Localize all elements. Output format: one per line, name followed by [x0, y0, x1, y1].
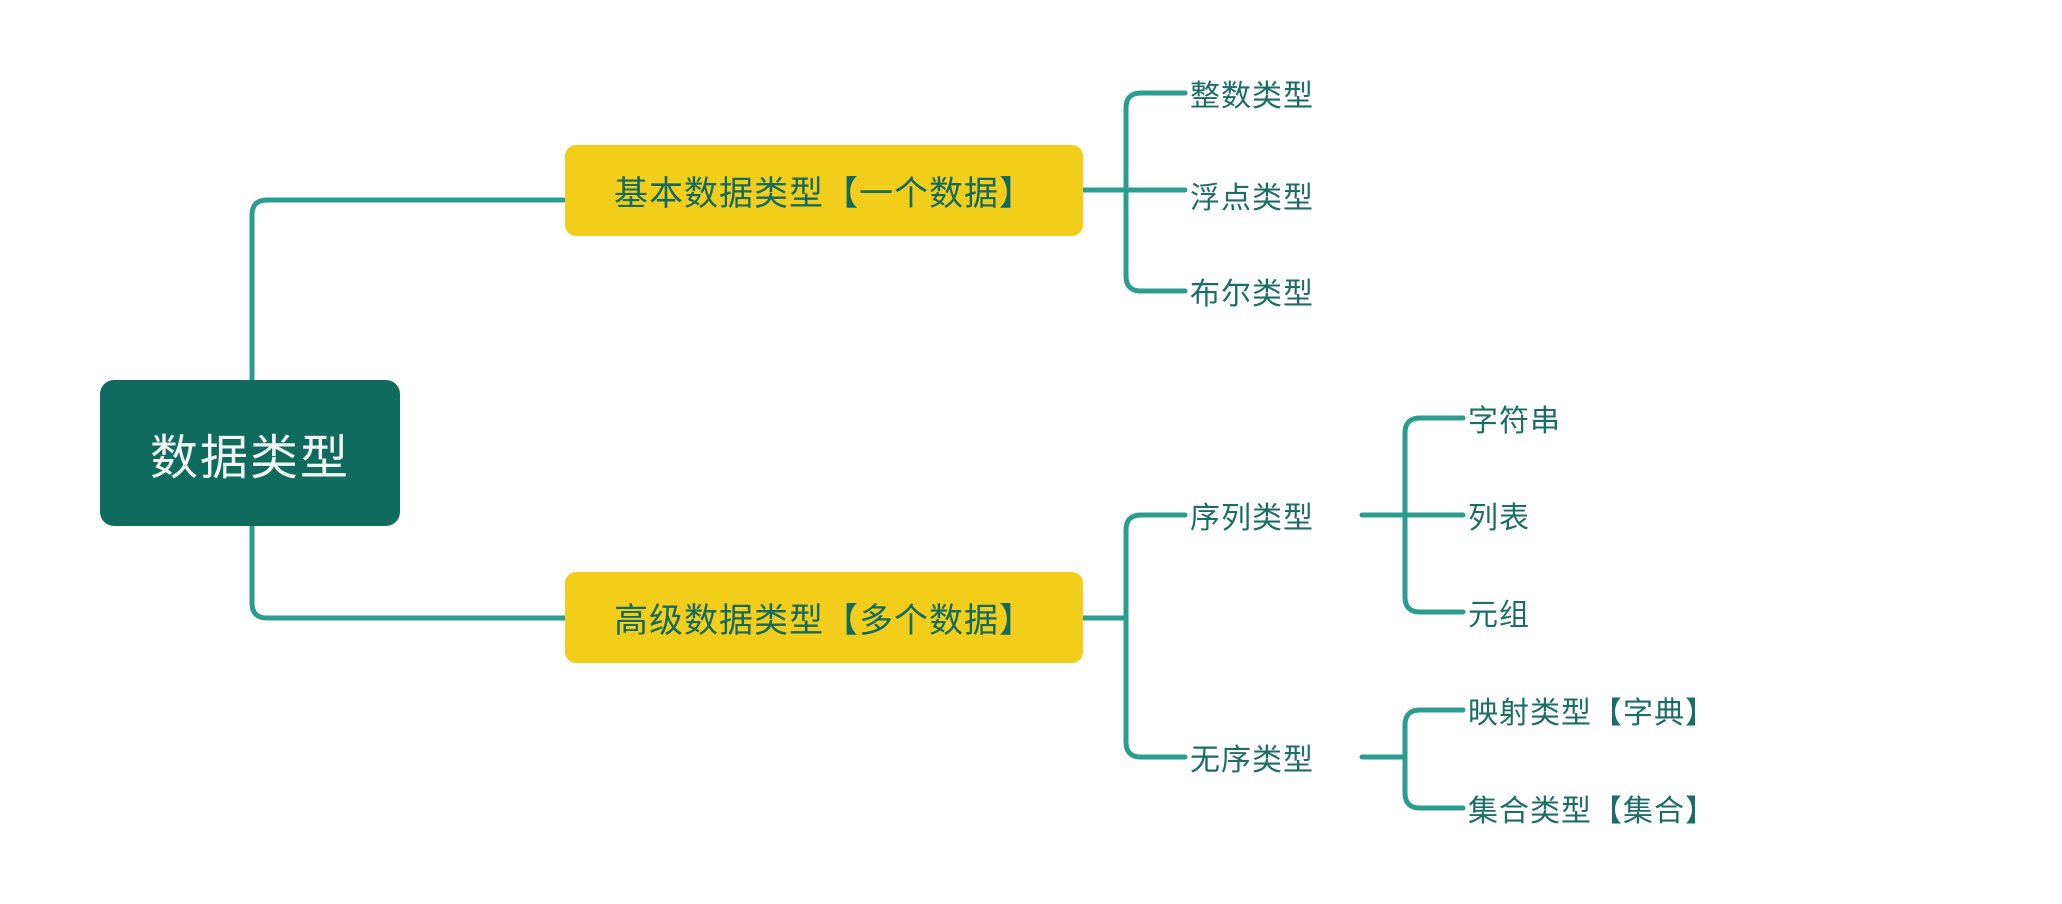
leaf-node-sequence-type[interactable]: 序列类型 [1190, 502, 1314, 535]
branch-node-basic-data-type[interactable]: 基本数据类型【一个数据】 [565, 145, 1083, 236]
branch-node-advanced-data-type[interactable]: 高级数据类型【多个数据】 [565, 572, 1083, 663]
wire-sequence-spine [1402, 415, 1423, 615]
wire-unordered-spine [1402, 707, 1423, 811]
leaf-node-set-type-set[interactable]: 集合类型【集合】 [1468, 795, 1716, 828]
leaf-node-float-type[interactable]: 浮点类型 [1190, 182, 1314, 215]
leaf-node-integer-type[interactable]: 整数类型 [1190, 80, 1314, 113]
leaf-node-tuple[interactable]: 元组 [1468, 599, 1530, 632]
leaf-node-unordered-type[interactable]: 无序类型 [1190, 744, 1314, 777]
leaf-node-string[interactable]: 字符串 [1468, 405, 1561, 438]
wire-advanced-spine [1123, 512, 1144, 760]
root-node[interactable]: 数据类型 [100, 380, 400, 526]
leaf-node-mapping-type-dict[interactable]: 映射类型【字典】 [1468, 697, 1716, 730]
wire-basic-spine [1123, 90, 1144, 294]
leaf-node-boolean-type[interactable]: 布尔类型 [1190, 278, 1314, 311]
leaf-node-list[interactable]: 列表 [1468, 502, 1530, 535]
